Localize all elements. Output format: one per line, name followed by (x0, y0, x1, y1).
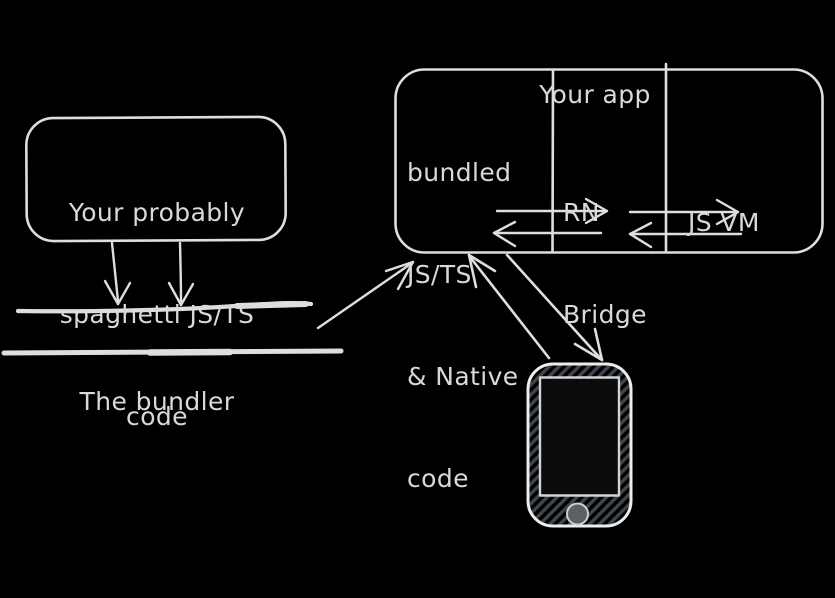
app-box-outline (394, 68, 824, 254)
rn-bridge-label: RN Bridge (563, 198, 647, 329)
platform-label: User's Native Platform (409, 549, 754, 598)
bridge-arrow-left-2 (628, 221, 743, 249)
app-to-phone-arrow (505, 253, 604, 362)
phone-screen (538, 376, 621, 497)
bundled-code-label: bundled JS/TS & Native code (407, 158, 519, 493)
phone-home-button (566, 502, 589, 526)
app-title-text: Your app (539, 80, 651, 109)
smartphone-icon (526, 362, 633, 528)
app-title: Your app (500, 10, 690, 180)
spaghetti-box-outline (25, 115, 287, 243)
bundler-top-line (15, 301, 314, 314)
bridge-arrow-right-1 (495, 197, 609, 225)
bundler-bottom-line (1, 348, 344, 356)
phone-to-app-arrow (467, 253, 551, 360)
app-box-divider-1 (551, 68, 555, 254)
bundler-to-app-arrow (316, 260, 415, 330)
bridge-arrow-right-2 (628, 198, 740, 226)
bundler-label: The bundler (79, 387, 235, 416)
down-arrow-1 (103, 241, 132, 306)
spaghetti-box-label: Your probably spaghetti JS/TS code (59, 198, 255, 431)
bridge-arrow-left-1 (492, 220, 603, 248)
down-arrow-2 (167, 241, 195, 307)
js-vm-label: JS VM (688, 208, 760, 237)
